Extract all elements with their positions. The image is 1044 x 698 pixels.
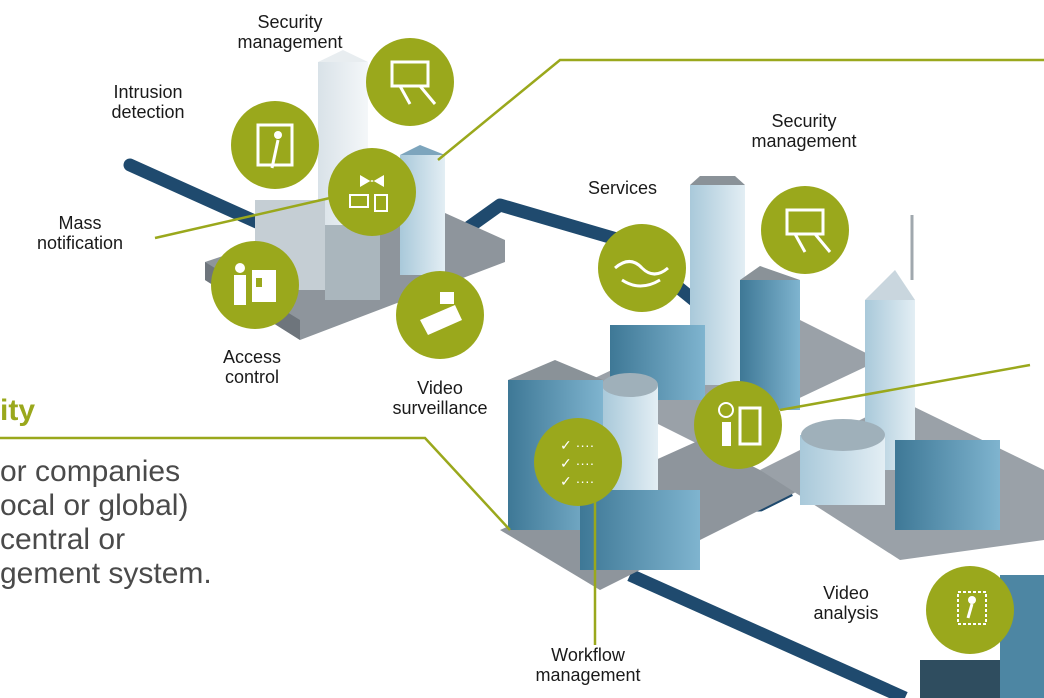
intrusion-detection-label: Intrusion detection [111, 82, 185, 122]
mass-notification-icon [328, 148, 416, 236]
workflow-management-label: Workflow management [535, 645, 641, 685]
access-control-icon [211, 241, 299, 329]
emergency-management-icon [694, 381, 782, 469]
video-analysis-icon [926, 566, 1014, 654]
video-surveillance-icon [396, 271, 484, 359]
security-management-top-label: Security management [237, 12, 343, 52]
services-label: Services [588, 178, 658, 198]
svg-text:✓ ····: ✓ ···· [560, 455, 594, 471]
video-surveillance-label: Video surveillance [392, 378, 488, 418]
security-management-right-icon [761, 186, 849, 274]
mass-notification-label: Mass notification [36, 213, 124, 253]
connector-lines [0, 58, 1044, 645]
access-control-label: Access control [222, 347, 282, 387]
security-management-top-icon [366, 38, 454, 126]
panel-heading: ity [0, 394, 36, 427]
services-icon [598, 224, 686, 312]
panel-body-text: or companies ocal or global) central or … [0, 455, 212, 590]
security-management-right-label: Security management [751, 111, 857, 151]
workflow-management-icon: ✓ ···· ✓ ···· ✓ ···· [534, 418, 622, 506]
video-analysis-label: Video analysis [813, 583, 879, 623]
intrusion-detection-icon [231, 101, 319, 189]
svg-text:✓ ····: ✓ ···· [560, 437, 594, 453]
svg-text:✓ ····: ✓ ···· [560, 473, 594, 489]
